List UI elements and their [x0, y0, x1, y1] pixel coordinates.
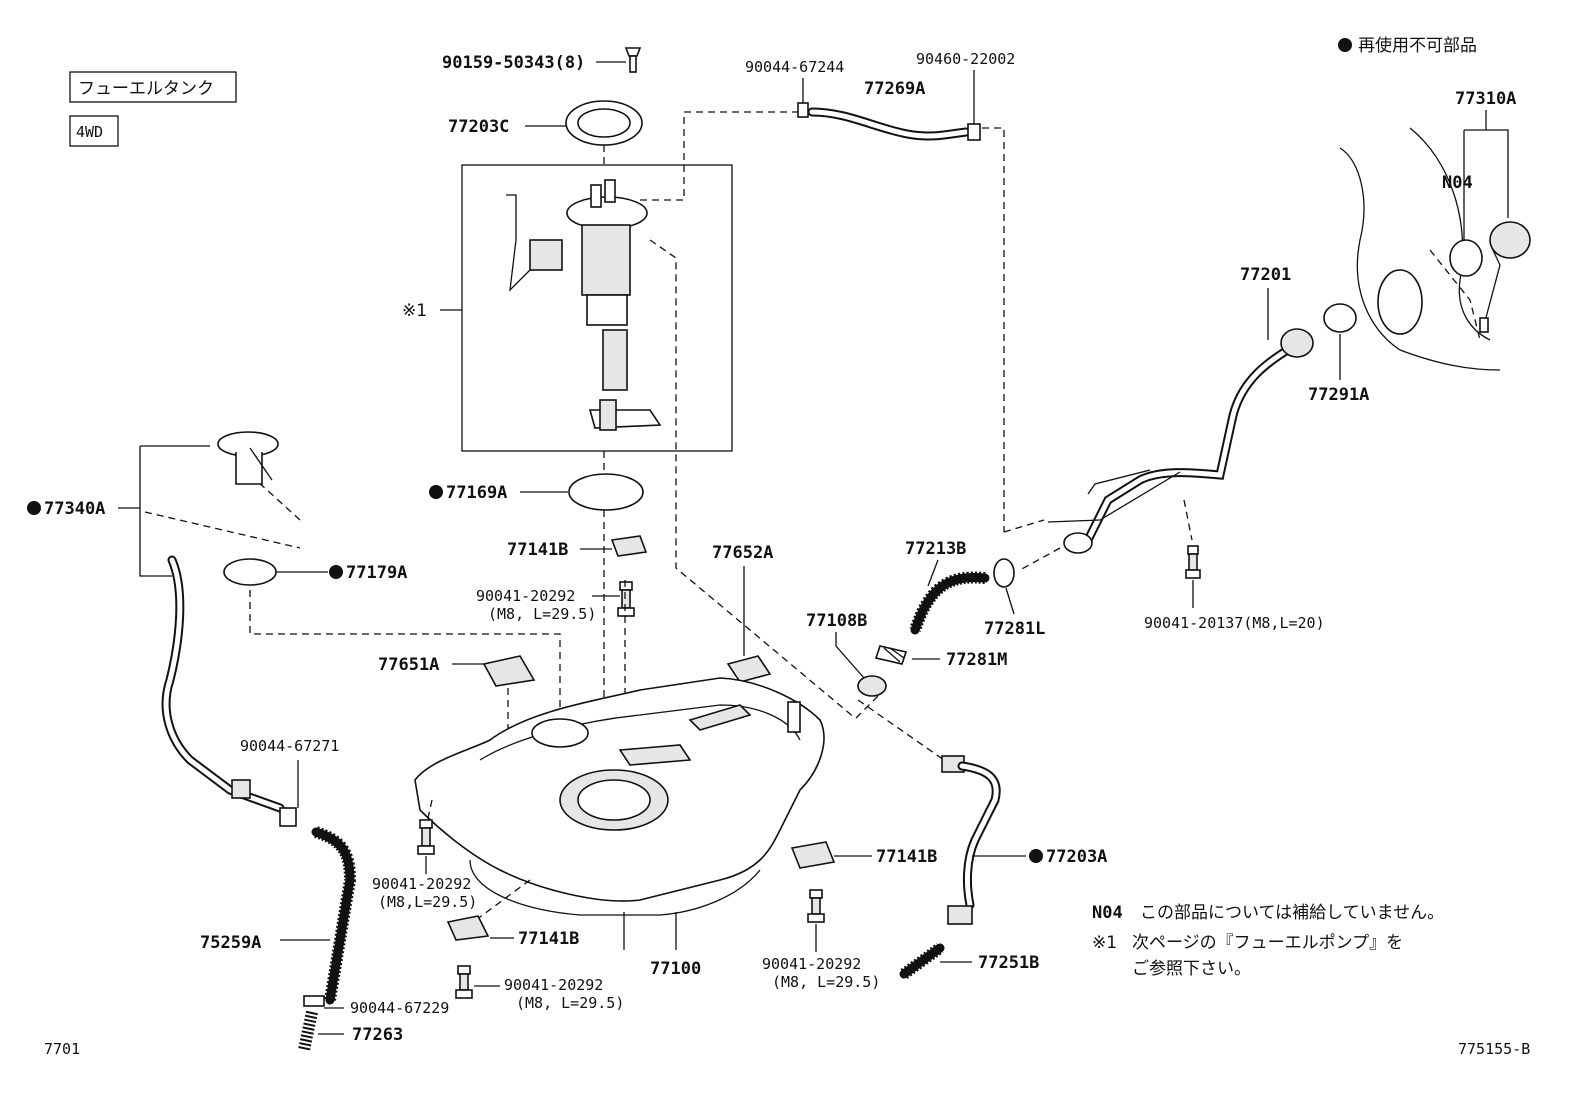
clamp-77281m-icon: [874, 645, 908, 665]
inlet-cap-77340a-icon: [217, 431, 279, 485]
footer-right-code: 775155-B: [1458, 1040, 1530, 1058]
fuel-pump-icon: [506, 179, 662, 431]
pad-77652a-icon: [726, 655, 772, 683]
label-n04: N04: [1442, 173, 1473, 193]
label-77179a: 77179A: [346, 563, 407, 583]
label-77340a: 77340A: [44, 499, 105, 519]
bolt-90041-top-icon: [617, 581, 635, 617]
label-77213b: 77213B: [905, 539, 966, 559]
label-90041-right: 90041-20292: [762, 955, 861, 973]
bolt-90041-left-icon: [417, 819, 435, 855]
label-77651a: 77651A: [378, 655, 439, 675]
label-77310a: 77310A: [1455, 89, 1516, 109]
gasket-77169a-icon: [568, 473, 644, 511]
label-77281m: 77281M: [946, 650, 1007, 670]
filler-pipe-77201-icon: [1047, 328, 1314, 554]
note-n04-code: N04: [1092, 903, 1123, 923]
label-ref1: ※1: [402, 301, 427, 321]
label-90041-mid: 90041-20292: [504, 976, 603, 994]
fuel-cap-77310a-icon: [1479, 221, 1531, 333]
hose-75259a-icon: [311, 826, 357, 1005]
label-90041-mid-spec: (M8, L=29.5): [516, 994, 624, 1012]
label-90044-67271: 90044-67271: [240, 737, 339, 755]
sender-gauge-77203a-icon: [941, 755, 1001, 925]
label-90044-67229: 90044-67229: [350, 999, 449, 1017]
label-77108b: 77108B: [806, 611, 867, 631]
breather-pipe-icon: [161, 555, 297, 827]
fuel-pump-assembly-box: [461, 164, 733, 452]
label-77652a: 77652A: [712, 543, 773, 563]
footer-left-code: 7701: [44, 1040, 80, 1058]
gasket-77291a-icon: [1323, 303, 1357, 333]
label-90044-67244: 90044-67244: [745, 58, 844, 76]
title-tag-box: [69, 71, 237, 103]
grommet-77108b-icon: [857, 675, 887, 697]
note-n04-text: この部品については補給していません。: [1140, 903, 1444, 923]
gasket-n04-icon: [1449, 239, 1483, 277]
non-reusable-dot-77203a-icon: [1029, 849, 1043, 863]
note-ref-code: ※1: [1092, 933, 1117, 953]
label-90041-left-spec: (M8,L=29.5): [378, 893, 477, 911]
label-90041-right-spec: (M8, L=29.5): [772, 973, 880, 991]
label-90041-20137: 90041-20137(M8,L=20): [1144, 614, 1325, 632]
pipe-77263-icon: [298, 1010, 318, 1052]
label-77203c: 77203C: [448, 117, 509, 137]
label-77100: 77100: [650, 959, 701, 979]
bracket-77141b-bottom-icon: [446, 915, 490, 941]
label-77141b-right: 77141B: [876, 847, 937, 867]
bolt-90041-right-icon: [807, 889, 825, 923]
label-90460: 90460-22002: [916, 50, 1015, 68]
legend-text: 再使用不可部品: [1358, 35, 1477, 56]
label-90041-left: 90041-20292: [372, 875, 471, 893]
label-77291a: 77291A: [1308, 385, 1369, 405]
bracket-77141b-top-icon: [610, 535, 648, 557]
non-reusable-dot-77340a-icon: [27, 501, 41, 515]
non-reusable-dot-77169a-icon: [429, 485, 443, 499]
body-panel-icon: [1339, 127, 1501, 371]
label-77269a: 77269A: [864, 79, 925, 99]
fuel-tank-77100-icon: [414, 677, 825, 916]
label-90041-top-spec: (M8, L=29.5): [488, 605, 596, 623]
label-77201: 77201: [1240, 265, 1291, 285]
label-90041-top: 90041-20292: [476, 587, 575, 605]
label-77281l: 77281L: [984, 619, 1045, 639]
clamp-77281l-icon: [993, 558, 1015, 588]
label-77251b: 77251B: [978, 953, 1039, 973]
legend-dot-icon: [1338, 38, 1352, 52]
note-ref-text-1: 次ページの『フューエルポンプ』を: [1132, 933, 1403, 953]
label-75259a: 75259A: [200, 933, 261, 953]
label-77141b-top: 77141B: [507, 540, 568, 560]
clip-90044-67229-icon: [303, 995, 325, 1007]
bolt-90041-mid-icon: [455, 965, 473, 999]
screw-90159-icon: [624, 47, 642, 73]
label-77203a: 77203A: [1046, 847, 1107, 867]
label-77169a: 77169A: [446, 483, 507, 503]
bracket-77141b-right-icon: [790, 841, 836, 869]
non-reusable-dot-77179a-icon: [329, 565, 343, 579]
hose-77251b-icon: [900, 943, 944, 979]
label-77141b-bottom: 77141B: [518, 929, 579, 949]
gasket-77179a-icon: [223, 558, 277, 586]
bolt-90041-20137-icon: [1185, 545, 1201, 579]
title-tag: フューエルタンク: [78, 79, 214, 99]
pad-77651a-icon: [482, 655, 536, 687]
retainer-ring-77203c-icon: [565, 100, 643, 146]
label-90159: 90159-50343(8): [442, 53, 585, 73]
label-77263: 77263: [352, 1025, 403, 1045]
clip-90460-icon: [967, 123, 981, 141]
clip-90044-67244-icon: [797, 102, 809, 118]
drive-tag: 4WD: [76, 123, 103, 141]
drive-tag-box: [69, 115, 119, 147]
note-ref-text-2: ご参照下さい。: [1132, 959, 1251, 979]
